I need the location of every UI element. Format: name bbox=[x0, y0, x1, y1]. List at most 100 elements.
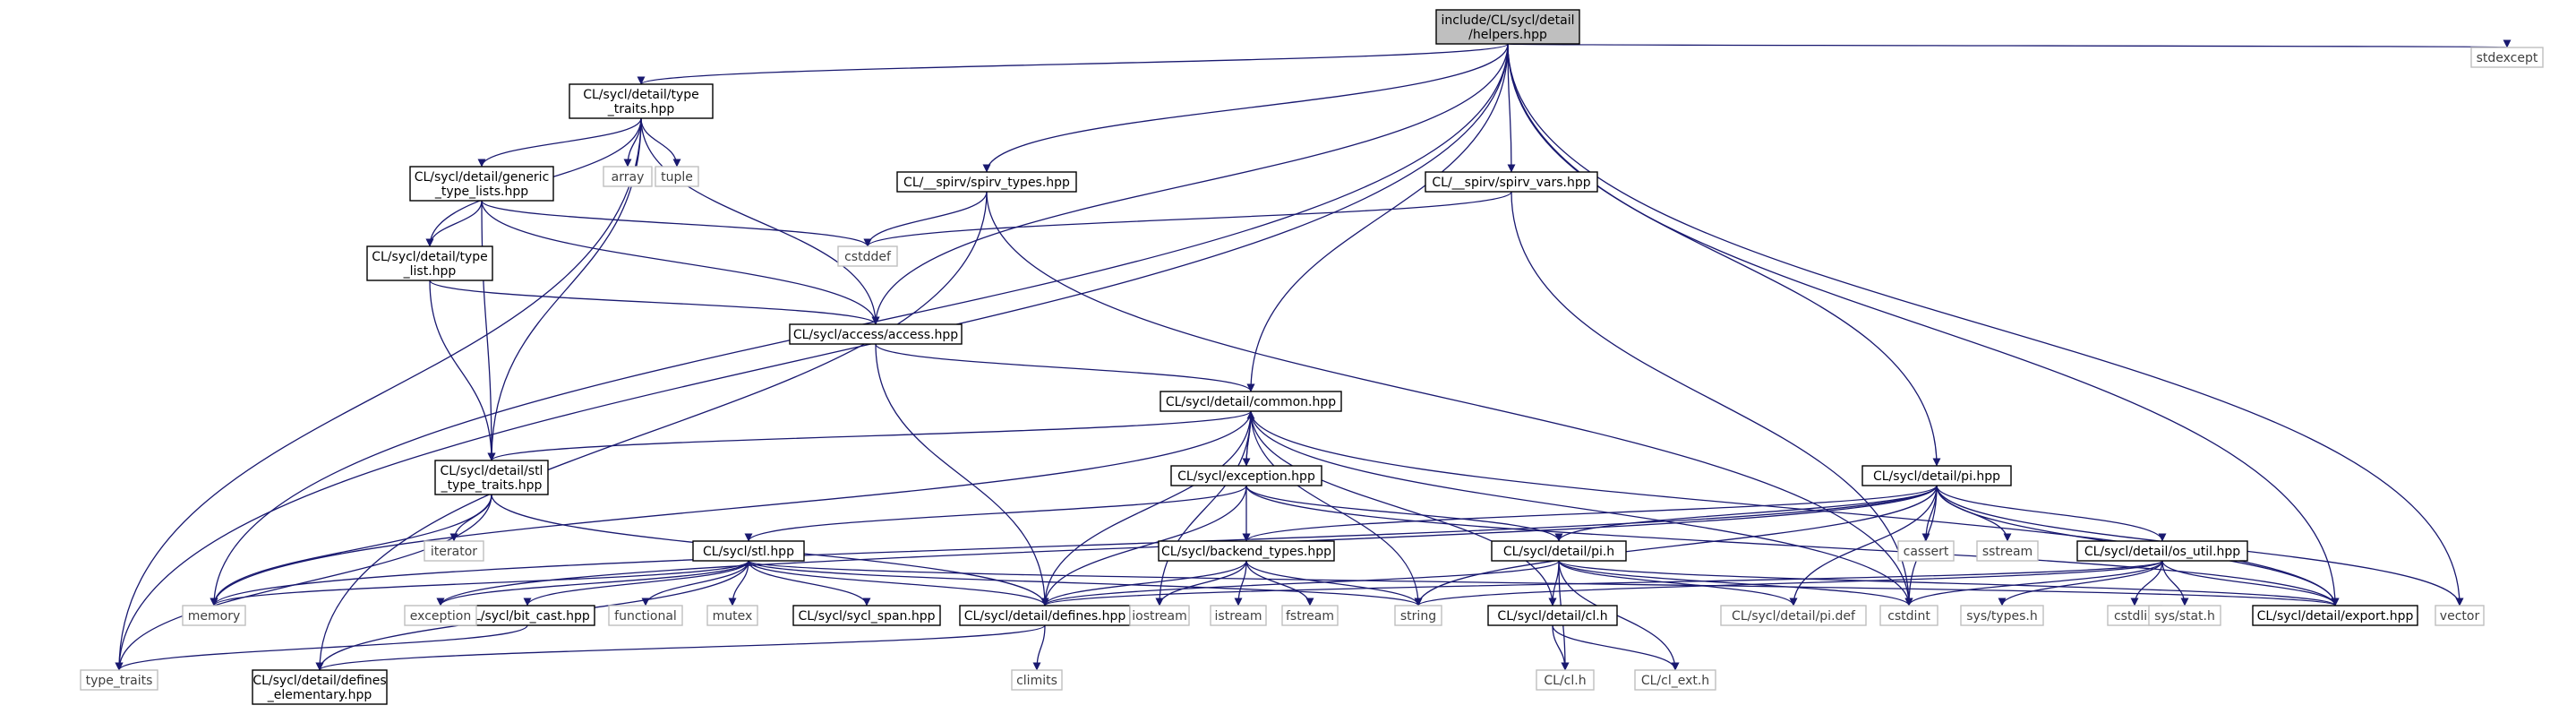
node-label: CL/sycl/sycl_span.hpp bbox=[798, 609, 935, 624]
node-label: CL/sycl/detail/export.hpp bbox=[2257, 609, 2414, 624]
edge-helpers-to-export bbox=[1507, 43, 2340, 606]
edge-pi-hpp-to-pi-def bbox=[1789, 485, 1938, 606]
node-box bbox=[2435, 605, 2485, 626]
file-node-type-traits-detail[interactable]: CL/sycl/detail/type_traits.hpp bbox=[569, 83, 714, 119]
node-label: _type_lists.hpp bbox=[434, 185, 528, 199]
node-box bbox=[2470, 47, 2544, 68]
file-node-spirv-types[interactable]: CL/__spirv/spirv_types.hpp bbox=[896, 171, 1077, 193]
edge-pi-hpp-to-memory bbox=[210, 485, 1938, 606]
edge-helpers-to-vector bbox=[1507, 43, 2464, 606]
include-edge bbox=[1552, 624, 1570, 671]
include-edge bbox=[1234, 560, 1247, 606]
edge-stl-hpp-to-string bbox=[748, 560, 1423, 606]
node-label: CL/__spirv/spirv_types.hpp bbox=[903, 176, 1070, 190]
include-edge bbox=[1511, 191, 1913, 606]
file-node-fstream: fstream bbox=[1281, 605, 1339, 626]
edge-type-traits-detail-to-tuple bbox=[640, 117, 681, 168]
node-box bbox=[1487, 605, 1618, 626]
file-node-pi-hpp[interactable]: CL/sycl/detail/pi.hpp bbox=[1861, 465, 2012, 486]
include-edge bbox=[1904, 560, 2163, 606]
node-label: CL/sycl/detail/defines.hpp bbox=[964, 609, 1126, 624]
node-box bbox=[1425, 171, 1598, 193]
file-node-export[interactable]: CL/sycl/detail/export.hpp bbox=[2252, 605, 2418, 626]
node-box bbox=[1897, 540, 1955, 562]
file-node-common[interactable]: CL/sycl/detail/common.hpp bbox=[1160, 391, 1342, 412]
node-label: include/CL/sycl/detail bbox=[1442, 13, 1575, 28]
include-edge bbox=[1558, 560, 1798, 606]
file-node-defines-elementary[interactable]: CL/sycl/detail/defines_elementary.hpp bbox=[252, 669, 388, 705]
file-node-array: array bbox=[603, 166, 653, 187]
file-node-cl-cl-h: CL/cl.h bbox=[1536, 669, 1595, 691]
node-box bbox=[424, 540, 484, 562]
node-label: CL/sycl/detail/pi.def bbox=[1732, 609, 1856, 624]
include-edge bbox=[1245, 410, 1255, 467]
node-box bbox=[182, 605, 246, 626]
node-label: tuple bbox=[661, 170, 693, 185]
include-edge bbox=[436, 560, 749, 606]
edge-stl-hpp-to-export bbox=[748, 560, 2339, 606]
edge-stl-hpp-to-memory bbox=[210, 560, 749, 606]
edge-pi-hpp-to-os-util bbox=[1936, 485, 2167, 542]
include-edge bbox=[1507, 43, 2464, 606]
edge-backend-types-to-string bbox=[1245, 560, 1423, 606]
node-label: _type_traits.hpp bbox=[441, 478, 543, 493]
node-box bbox=[603, 166, 653, 187]
file-node-stl-hpp[interactable]: CL/sycl/stl.hpp bbox=[692, 540, 805, 562]
include-edge bbox=[1558, 560, 2340, 606]
node-label: sys/types.h bbox=[1966, 609, 2037, 624]
file-node-pi-h[interactable]: CL/sycl/detail/pi.h bbox=[1491, 540, 1627, 562]
include-edge bbox=[115, 117, 642, 671]
node-box bbox=[1960, 605, 2044, 626]
file-node-defines[interactable]: CL/sycl/detail/defines.hpp bbox=[959, 605, 1131, 626]
file-node-sys-types: sys/types.h bbox=[1960, 605, 2044, 626]
node-label: CL/cl_ext.h bbox=[1641, 674, 1709, 688]
file-node-bit-cast[interactable]: CL/sycl/bit_cast.hpp bbox=[459, 605, 595, 626]
file-node-iostream: iostream bbox=[1129, 605, 1190, 626]
edge-stl-type-traits-to-type-traits-std bbox=[115, 494, 492, 671]
file-node-type-list[interactable]: CL/sycl/detail/type_list.hpp bbox=[366, 245, 493, 281]
edge-type-list-to-access bbox=[429, 280, 880, 325]
include-edge bbox=[640, 117, 681, 168]
node-label: CL/sycl/detail/pi.hpp bbox=[1873, 469, 2000, 484]
node-label: CL/sycl/detail/generic bbox=[415, 170, 550, 185]
file-node-cl-ext-h: CL/cl_ext.h bbox=[1634, 669, 1716, 691]
include-edge bbox=[481, 200, 872, 247]
node-box bbox=[706, 605, 758, 626]
edge-common-to-string bbox=[1250, 410, 1423, 606]
file-node-mutex: mutex bbox=[706, 605, 758, 626]
file-node-sycl-span[interactable]: CL/sycl/sycl_span.hpp bbox=[792, 605, 941, 626]
file-node-backend-types[interactable]: CL/sycl/backend_types.hpp bbox=[1158, 540, 1335, 562]
file-node-spirv-vars[interactable]: CL/__spirv/spirv_vars.hpp bbox=[1425, 171, 1598, 193]
file-node-access[interactable]: CL/sycl/access/access.hpp bbox=[789, 323, 963, 345]
node-box bbox=[1210, 605, 1267, 626]
include-edge bbox=[2130, 560, 2163, 606]
include-edge bbox=[1040, 560, 1247, 606]
file-node-cl-h-detail[interactable]: CL/sycl/detail/cl.h bbox=[1487, 605, 1618, 626]
file-node-exception[interactable]: CL/sycl/exception.hpp bbox=[1170, 465, 1322, 486]
file-node-stl-type-traits[interactable]: CL/sycl/detail/stl_type_traits.hpp bbox=[434, 460, 549, 495]
edge-backend-types-to-iostream bbox=[1155, 560, 1247, 606]
include-edge bbox=[863, 191, 988, 247]
node-label: _traits.hpp bbox=[607, 102, 675, 116]
node-box bbox=[252, 669, 388, 705]
edge-backend-types-to-defines bbox=[1040, 560, 1247, 606]
node-box bbox=[80, 669, 158, 691]
include-edge bbox=[1507, 39, 2508, 48]
edge-generic-type-lists-to-access bbox=[481, 200, 880, 325]
include-edge bbox=[637, 43, 1509, 85]
node-label: istream bbox=[1215, 609, 1262, 624]
include-edge bbox=[210, 410, 1252, 606]
include-edge bbox=[210, 560, 749, 606]
edge-stl-hpp-to-defines bbox=[748, 560, 1049, 606]
file-node-os-util[interactable]: CL/sycl/detail/os_util.hpp bbox=[2076, 540, 2248, 562]
file-node-helpers[interactable]: include/CL/sycl/detail/helpers.hpp bbox=[1435, 9, 1580, 45]
node-box bbox=[366, 245, 493, 281]
node-box bbox=[409, 166, 554, 202]
edge-os-util-to-defines bbox=[1040, 560, 2163, 606]
include-edge bbox=[1245, 485, 2340, 606]
file-node-generic-type-lists[interactable]: CL/sycl/detail/generic_type_lists.hpp bbox=[409, 166, 554, 202]
include-edge bbox=[429, 280, 880, 325]
include-edge bbox=[1250, 410, 1423, 606]
file-node-stdexcept: stdexcept bbox=[2470, 47, 2544, 68]
file-node-sys-stat: sys/stat.h bbox=[2148, 605, 2221, 626]
